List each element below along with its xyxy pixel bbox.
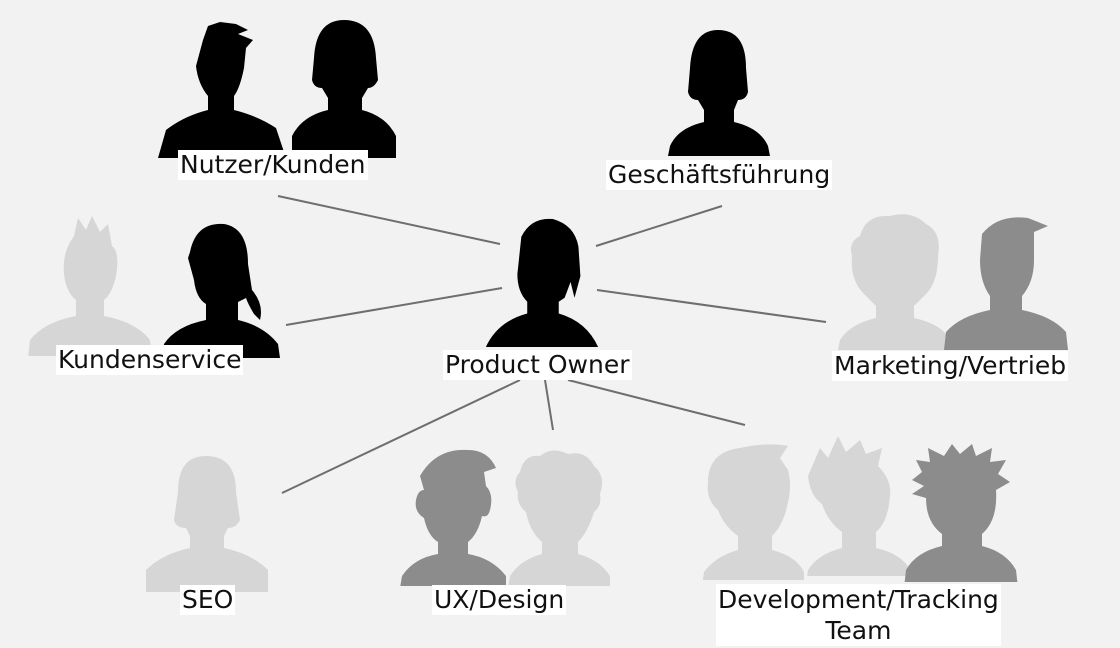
kundenservice-person-light-icon [26,216,156,356]
dev-person-light-2-icon [798,436,928,576]
link-seo [281,379,521,494]
label-dev-line1: Development/Tracking [718,585,999,614]
label-product-owner: Product Owner [443,350,632,380]
dev-person-light-1-icon [692,440,822,580]
label-geschaeft: Geschäftsführung [606,160,833,190]
marketing-person-curly-light-icon [830,210,960,350]
nutzer-person-woman-icon [282,18,412,158]
label-dev-line2: Team [825,616,892,645]
label-kundenservice: Kundenservice [56,345,244,375]
link-ux [544,379,554,431]
link-geschaeft [595,205,723,247]
link-kundenservice [285,287,503,326]
link-nutzer [277,195,501,245]
link-marketing [596,289,827,323]
nutzer-person-man-icon [158,18,288,158]
label-marketing: Marketing/Vertrieb [832,351,1069,381]
kundenservice-person-woman-icon [152,218,282,358]
ux-person-curly-light-icon [496,446,626,586]
link-dev [567,379,746,426]
marketing-person-man-dark-icon [940,212,1070,352]
seo-person-light-icon [144,452,274,592]
dev-person-spiky-dark-icon [900,442,1030,582]
label-seo: SEO [180,585,236,615]
geschaeft-person-woman-icon [656,26,786,166]
ux-person-dark-icon [396,446,526,586]
label-nutzer: Nutzer/Kunden [178,150,368,180]
product-owner-person-icon [478,216,606,350]
label-ux: UX/Design [432,585,567,615]
label-dev: Development/Tracking Team [716,584,1001,646]
